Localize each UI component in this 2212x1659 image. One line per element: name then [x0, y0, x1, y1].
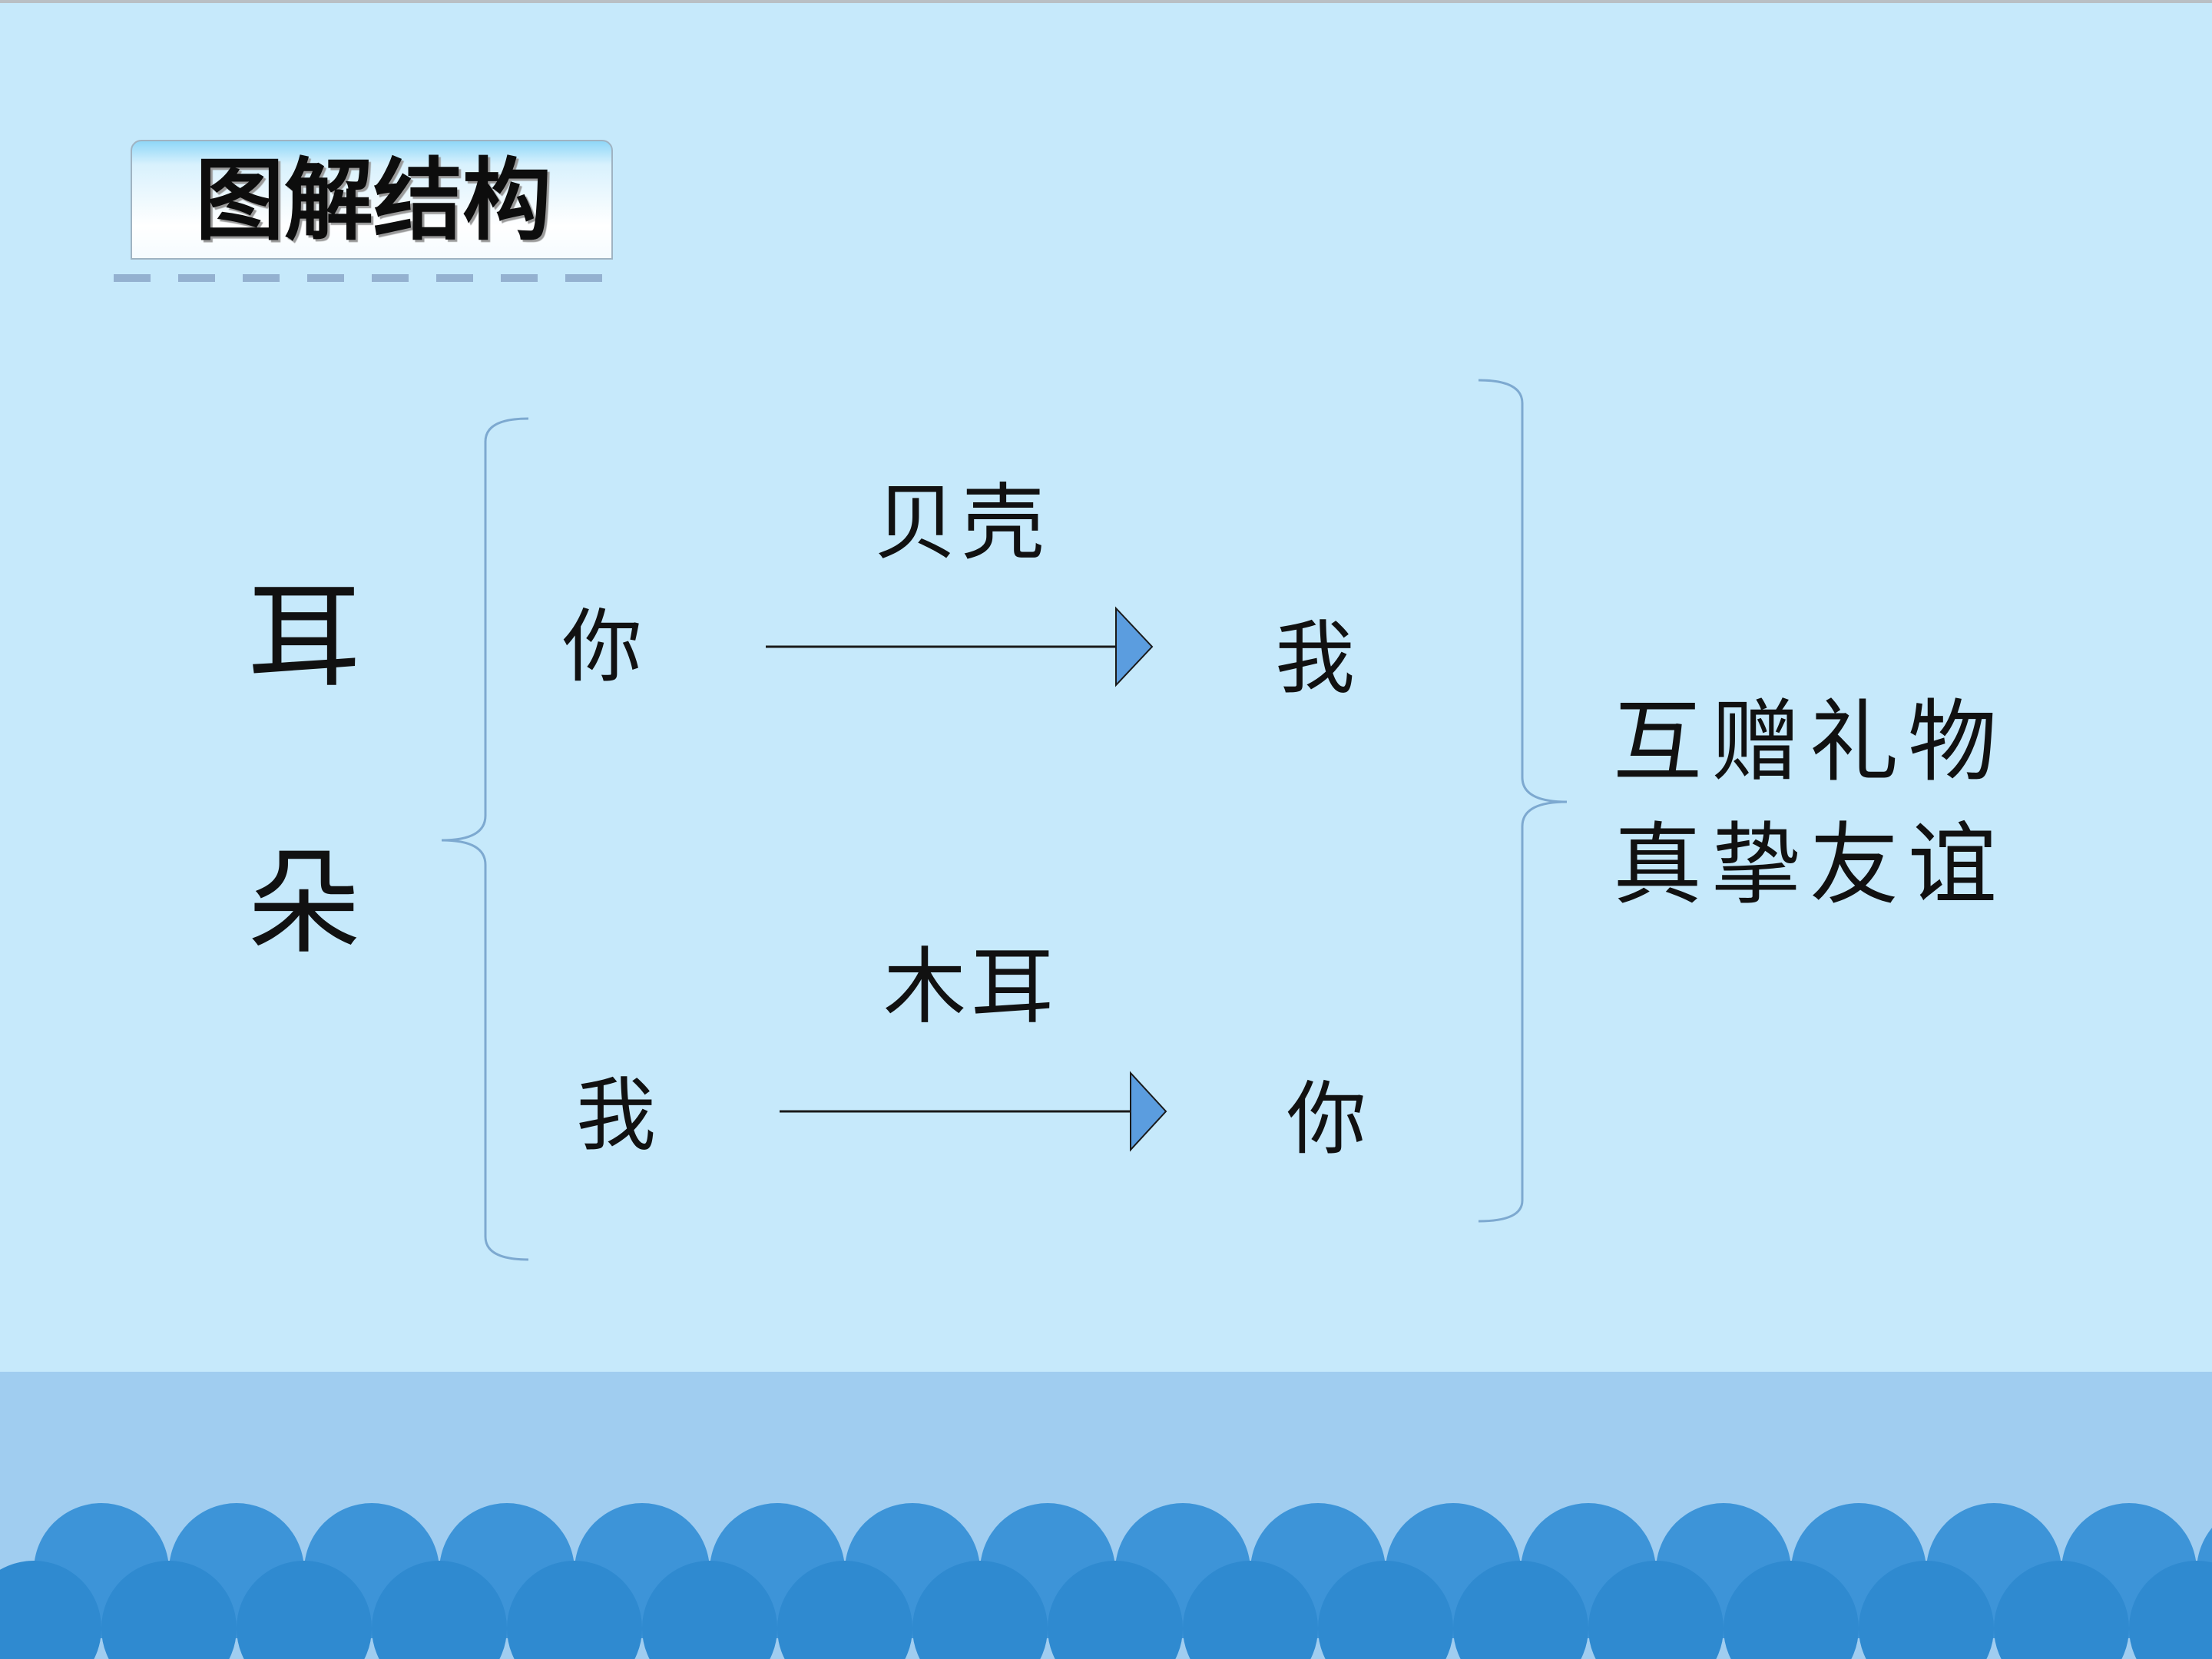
wave-scallop-front — [0, 1561, 101, 1659]
exchange-1-from: 你 — [562, 600, 643, 694]
wave-scallop-front — [507, 1561, 642, 1659]
exchange-2-to: 你 — [1286, 1072, 1367, 1166]
title-tab: 图解结构 — [131, 140, 613, 260]
wave-scallop-front — [237, 1561, 372, 1659]
wave-scallop-front — [777, 1561, 912, 1659]
wave-scallop-front — [1453, 1561, 1588, 1659]
wave-scallop-front — [1048, 1561, 1183, 1659]
wave-scallop-front — [1994, 1561, 2129, 1659]
arrow-1-head — [1115, 606, 1154, 687]
exchange-1-to: 我 — [1275, 611, 1356, 705]
gift-label-1: 贝壳 — [874, 475, 1050, 571]
wave-scallop-front — [1183, 1561, 1318, 1659]
summary-line-2: 真挚友谊 — [1613, 813, 2006, 917]
wave-scallop-front — [1318, 1561, 1453, 1659]
wave-scallop-front — [642, 1561, 777, 1659]
left-brace — [441, 417, 529, 1261]
right-brace — [1478, 379, 1568, 1223]
wave-row-front — [0, 1561, 2212, 1659]
subject-char-1: 耳 — [247, 571, 361, 703]
slide-title: 图解结构 — [195, 149, 551, 253]
title-dashed-underline — [114, 274, 605, 282]
top-border — [0, 0, 2212, 3]
wave-scallop-front — [372, 1561, 507, 1659]
wave-scallop-front — [1588, 1561, 1724, 1659]
wave-scallop-front — [2129, 1561, 2212, 1659]
wave-scallop-front — [1859, 1561, 1994, 1659]
wave-scallop-front — [1724, 1561, 1859, 1659]
subject-char-2: 朵 — [247, 837, 361, 969]
summary-line-1: 互赠礼物 — [1613, 690, 2006, 794]
exchange-2-from: 我 — [576, 1068, 657, 1162]
wave-scallop-front — [912, 1561, 1048, 1659]
arrow-2-head — [1130, 1071, 1167, 1152]
gift-label-2: 木耳 — [883, 939, 1059, 1035]
wave-scallop-front — [101, 1561, 237, 1659]
